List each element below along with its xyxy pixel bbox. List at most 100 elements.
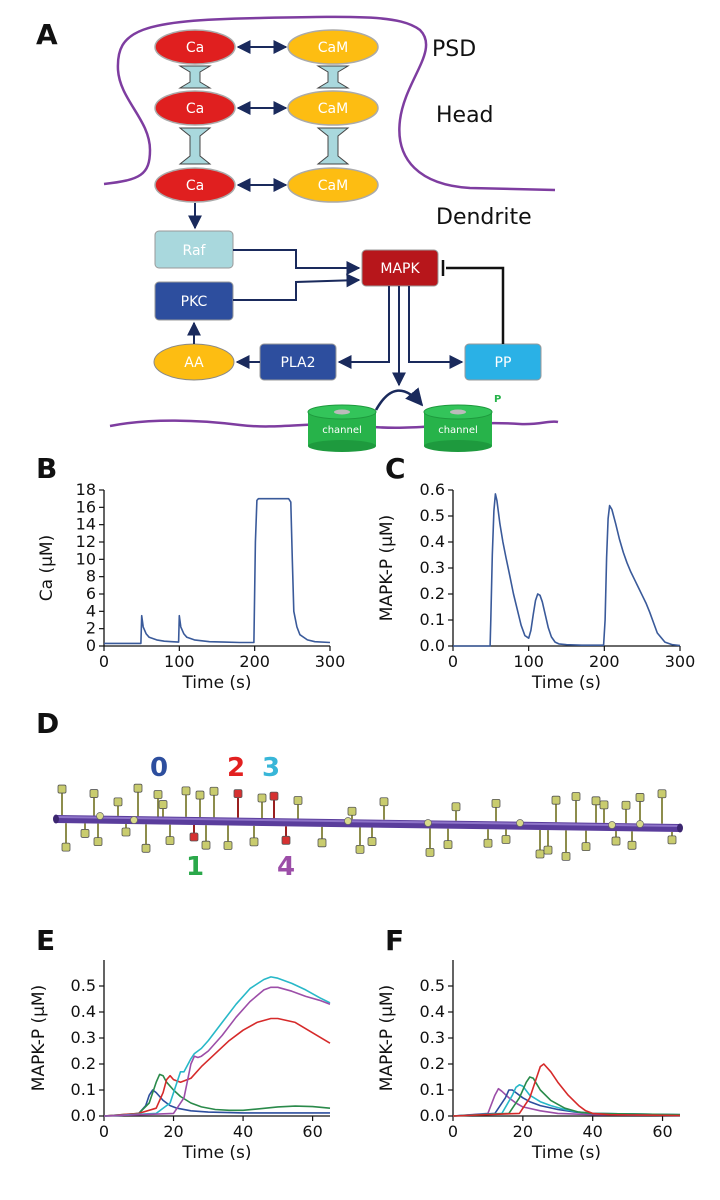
spine-head [80, 829, 90, 838]
x-tick-label: 0 [99, 652, 109, 671]
spine-stubby [344, 817, 352, 825]
channel-unphosphorylated: channel [307, 404, 377, 452]
spine-head [89, 789, 99, 798]
y-axis-label: Ca (μM) [37, 535, 57, 601]
spine-head [317, 838, 327, 848]
spine-head [635, 793, 645, 802]
x-tick-label: 300 [315, 652, 346, 671]
x-tick-label: 20 [163, 1122, 183, 1141]
cam-node: CaM [287, 29, 379, 65]
x-tick-label: 100 [164, 652, 195, 671]
spine-head [233, 789, 243, 799]
y-tick-label: 0.3 [420, 558, 445, 577]
spine-head [627, 840, 637, 850]
ca-label: Ca [186, 101, 204, 117]
spine-label-1: 1 [186, 852, 204, 882]
cam-node: CaM [287, 167, 379, 203]
series-line-0 [103, 1089, 330, 1117]
spine-stubby [636, 820, 644, 828]
panel-letter-a: A [36, 18, 58, 51]
cam-node: CaM [287, 90, 379, 126]
pp-label: PP [495, 355, 512, 371]
spine-head [667, 835, 677, 845]
channel-label: channel [438, 425, 478, 436]
spine-label-3: 3 [262, 753, 280, 783]
label-head: Head [436, 103, 494, 128]
spine-stubby [608, 821, 616, 829]
y-tick-label: 6 [86, 584, 96, 603]
ca-label: Ca [186, 178, 204, 194]
y-tick-label: 0.0 [420, 1106, 445, 1125]
spine-head [501, 835, 511, 844]
arrow-mapk-pla2 [337, 286, 390, 369]
spine-head [181, 786, 191, 796]
ca-node: Ca [154, 29, 236, 65]
spine-stubby [130, 816, 138, 824]
x-tick-label: 0 [99, 1122, 109, 1141]
spine-head [581, 842, 591, 852]
panel-letter-f: F [385, 924, 404, 957]
x-tick-label: 0 [448, 1122, 458, 1141]
channel-phosphorylated: channel P [423, 394, 501, 452]
panel-d: D 0 1 2 3 4 [36, 707, 683, 882]
x-tick-label: 20 [513, 1122, 533, 1141]
y-axis-label: MAPK-P (μM) [377, 515, 397, 621]
series-line-0 [453, 493, 681, 647]
pla2-label: PLA2 [280, 355, 315, 371]
spine-head [189, 832, 199, 842]
spine-head [347, 806, 357, 816]
inhibition-pp-mapk [446, 266, 505, 344]
spine-head [483, 838, 493, 848]
y-tick-label: 0.5 [420, 506, 445, 525]
diffusion-arrow [178, 65, 350, 165]
channel-label: channel [322, 425, 362, 436]
spine-head [223, 841, 233, 850]
spine-head [551, 795, 561, 805]
y-tick-label: 0.4 [420, 532, 445, 551]
spine-label-4: 4 [277, 852, 295, 882]
spine-head [93, 837, 103, 847]
spine-head [599, 800, 609, 810]
spine-head [543, 845, 553, 855]
y-tick-label: 0.3 [71, 1028, 96, 1047]
pp-node: PP [464, 343, 542, 381]
y-tick-label: 10 [76, 549, 96, 568]
spine-head [133, 783, 143, 793]
spine-stubby [516, 819, 524, 827]
label-dendrite: Dendrite [436, 205, 532, 230]
spine-head [158, 800, 168, 809]
spine-head [121, 827, 131, 837]
spine-head [535, 849, 545, 859]
y-tick-label: 0.5 [420, 976, 445, 995]
x-tick-label: 60 [302, 1122, 322, 1141]
spine-head [611, 836, 621, 846]
spine-head [153, 790, 163, 799]
raf-node: Raf [154, 230, 234, 269]
x-tick-label: 200 [239, 652, 270, 671]
label-psd: PSD [432, 37, 476, 62]
series-line-3 [103, 976, 331, 1117]
pla2-node: PLA2 [259, 343, 337, 381]
series-line-2 [103, 1017, 331, 1117]
y-tick-label: 18 [76, 480, 96, 499]
x-tick-label: 40 [233, 1122, 253, 1141]
panel-a: A PSD Head Dendrite Ca CaM Ca CaM Ca [36, 15, 559, 452]
ca-node: Ca [154, 90, 236, 126]
phospho-label: P [494, 394, 501, 405]
aa-label: AA [184, 355, 204, 371]
y-tick-label: 2 [86, 619, 96, 638]
spine-head [165, 836, 175, 846]
spine-head [451, 802, 461, 812]
spine-head [561, 851, 571, 861]
spine-head [621, 800, 631, 810]
spine-head [57, 784, 67, 794]
raf-label: Raf [183, 243, 207, 259]
spine-label-0: 0 [150, 753, 168, 783]
spine-head [61, 842, 71, 852]
dendrite-shaft [53, 814, 683, 833]
y-tick-label: 0.1 [420, 610, 445, 629]
spine-stubby [424, 819, 432, 827]
y-tick-label: 0.2 [420, 584, 445, 603]
spine-head [379, 797, 389, 807]
